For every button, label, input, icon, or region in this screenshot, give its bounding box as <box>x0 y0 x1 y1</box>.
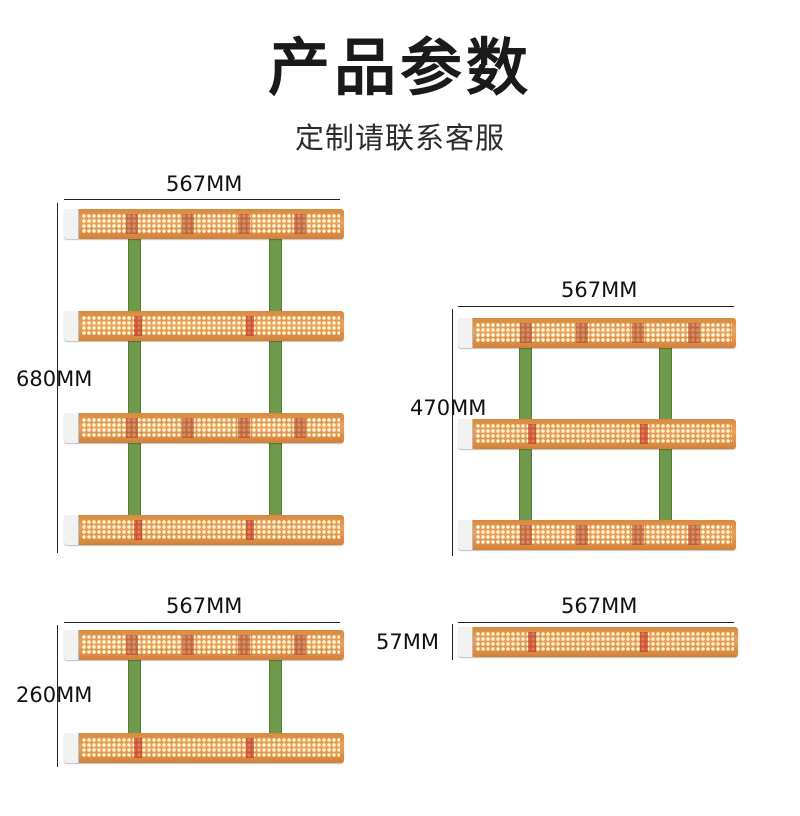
support-rail <box>128 658 141 736</box>
height-dimension-line <box>57 625 58 767</box>
width-dimension-line <box>458 306 734 307</box>
led-light-bar <box>64 515 344 545</box>
led-light-bar <box>458 520 736 550</box>
led-light-bar <box>64 413 344 443</box>
height-dimension-label: 57MM <box>376 630 439 654</box>
led-light-bar <box>64 630 344 660</box>
led-light-bar <box>458 318 736 348</box>
width-dimension-label: 567MM <box>166 172 243 196</box>
width-dimension-label: 567MM <box>166 594 243 618</box>
led-light-bar <box>64 209 344 239</box>
height-dimension-label: 260MM <box>16 683 93 707</box>
led-light-bar <box>64 311 344 341</box>
led-light-bar <box>458 419 736 449</box>
height-dimension-line <box>452 624 453 660</box>
page-title: 产品参数 <box>267 31 532 104</box>
support-rail <box>128 238 141 516</box>
support-rail <box>269 238 282 516</box>
width-dimension-line <box>64 622 340 623</box>
height-dimension-label: 470MM <box>410 396 487 420</box>
led-light-bar <box>64 733 344 763</box>
height-dimension-line <box>57 203 58 553</box>
led-light-bar <box>458 627 738 657</box>
width-dimension-line <box>458 622 734 623</box>
width-dimension-label: 567MM <box>561 278 638 302</box>
height-dimension-label: 680MM <box>16 367 93 391</box>
page-subtitle: 定制请联系客服 <box>294 121 505 155</box>
support-rail <box>269 658 282 736</box>
width-dimension-label: 567MM <box>561 594 638 618</box>
height-dimension-line <box>452 309 453 556</box>
width-dimension-line <box>64 199 340 200</box>
